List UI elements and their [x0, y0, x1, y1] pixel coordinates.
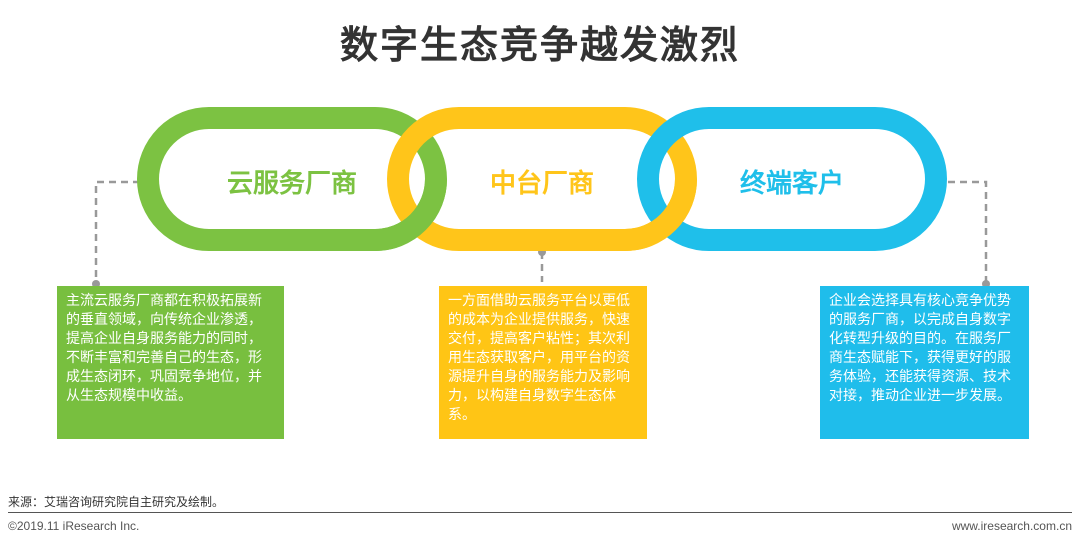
ring-overlap-yellow [624, 178, 697, 251]
connector-left [92, 180, 140, 288]
description-box-end-customer: 企业会选择具有核心竞争优势的服务厂商，以完成自身数字化转型升级的目的。在服务厂商… [820, 286, 1029, 439]
connector-middle [538, 248, 546, 282]
description-box-middle-platform: 一方面借助云服务平台以更低的成本为企业提供服务，快速交付，提高客户粘性；其次利用… [439, 286, 647, 439]
ring-end-customer [637, 107, 947, 251]
ring-label-cloud-vendor: 云服务厂商 [226, 169, 357, 199]
connector-right [948, 180, 990, 288]
page-title: 数字生态竞争越发激烈 [339, 23, 740, 67]
ring-label-end-customer: 终端客户 [739, 169, 844, 199]
copyright: ©2019.11 iResearch Inc. [8, 519, 140, 533]
website-url: www.iresearch.com.cn [951, 519, 1072, 533]
ring-overlap-green [374, 178, 447, 251]
ring-label-middle-platform: 中台厂商 [489, 169, 594, 199]
description-box-cloud-vendor: 主流云服务厂商都在积极拓展新的垂直领域，向传统企业渗透，提高企业自身服务能力的同… [57, 286, 284, 439]
source-note: 来源：艾瑞咨询研究院自主研究及绘制。 [8, 495, 225, 509]
footer-divider [8, 512, 1072, 513]
